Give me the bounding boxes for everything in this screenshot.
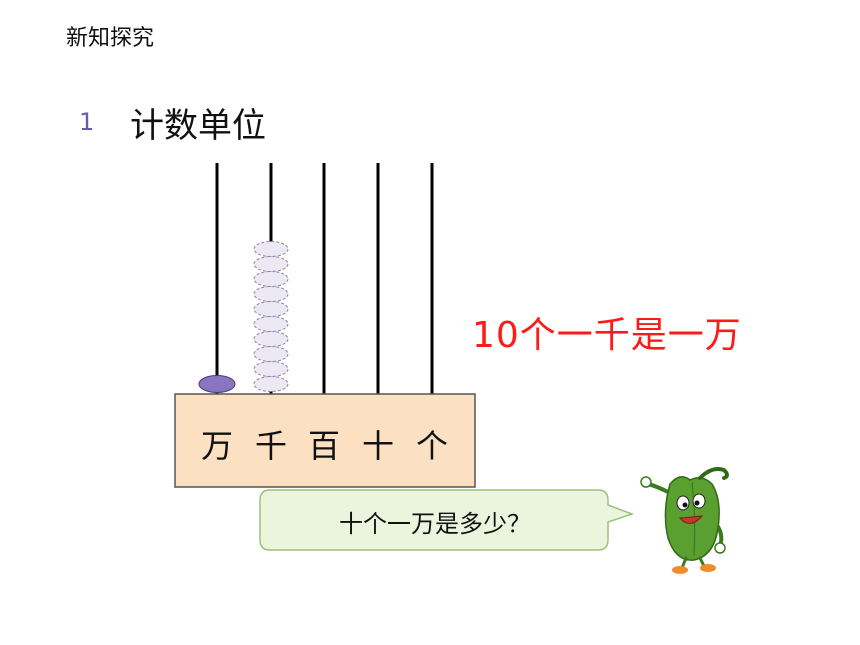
rod-label-qian: 千 <box>255 427 287 465</box>
bead-qian <box>253 361 289 377</box>
bead-qian <box>253 286 289 302</box>
rod-label-shi: 十 <box>362 427 394 465</box>
bead-qian <box>253 301 289 317</box>
bead-stack-qian <box>253 241 289 392</box>
bead-qian <box>253 271 289 287</box>
green-pepper-mascot-icon <box>640 467 729 574</box>
bead-qian <box>253 331 289 347</box>
bead-qian <box>253 376 289 392</box>
bead-qian <box>253 316 289 332</box>
section-label: 新知探究 <box>66 26 155 51</box>
fact-text: 10个一千是一万 <box>472 315 742 356</box>
heading-number: 1 <box>79 108 95 136</box>
bead-qian <box>253 241 289 257</box>
rod-label-ge: 个 <box>416 427 448 465</box>
rod-label-wan: 万 <box>201 427 233 465</box>
abacus-base <box>174 393 476 488</box>
heading-title: 计数单位 <box>130 106 266 146</box>
bead-qian <box>253 256 289 272</box>
speech-bubble-text: 十个一万是多少？ <box>339 509 531 538</box>
bead-qian <box>253 346 289 362</box>
bead-wan <box>198 375 236 393</box>
rod-label-bai: 百 <box>308 427 340 465</box>
speech-bubble <box>259 489 635 551</box>
